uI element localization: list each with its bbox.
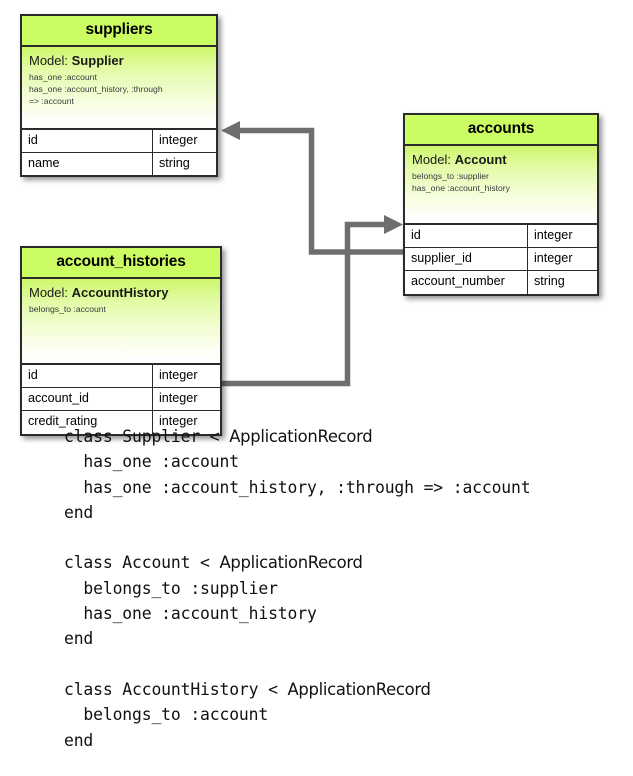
attribute-type: string — [152, 151, 216, 176]
code-line: end — [64, 728, 633, 753]
code-line: has_one :account_history, :through => :a… — [64, 475, 633, 500]
code-text: end — [64, 629, 94, 649]
code-class-name: ApplicationRecord — [219, 553, 363, 573]
code-text: belongs_to :supplier — [64, 578, 278, 598]
attribute-type: integer — [152, 410, 220, 434]
entity-accounts[interactable]: accounts Model: Account belongs_to :supp… — [403, 113, 599, 296]
code-text: class Account < — [64, 553, 220, 573]
er-diagram: suppliers Model: Supplier has_one :accou… — [20, 14, 599, 436]
entity-suppliers[interactable]: suppliers Model: Supplier has_one :accou… — [20, 14, 218, 178]
association-line: belongs_to :supplier — [412, 170, 489, 181]
entity-accounts-attributes: id integer supplier_id integer account_n… — [405, 224, 597, 294]
entity-account-histories-model: Model: AccountHistory belongs_to :accoun… — [22, 278, 220, 365]
model-name: AccountHistory — [71, 284, 169, 300]
connector-account-histories-to-accounts — [222, 215, 403, 387]
model-label: Model: — [412, 151, 455, 167]
code-line: belongs_to :account — [64, 702, 633, 727]
code-text: class AccountHistory < — [64, 679, 288, 699]
model-label-row: Model: AccountHistory — [29, 285, 213, 301]
model-label: Model: — [29, 52, 72, 68]
code-text: class Supplier < — [64, 427, 230, 446]
code-line: belongs_to :supplier — [64, 576, 633, 601]
ruby-code-block: class Supplier < ApplicationRecord has_o… — [0, 424, 633, 753]
entity-suppliers-attributes: id integer name string — [22, 129, 216, 176]
attribute-name: id — [405, 224, 528, 248]
code-line: class AccountHistory < ApplicationRecord — [64, 677, 633, 702]
attribute-row: id integer — [22, 129, 216, 153]
association-line: has_one :account — [29, 71, 97, 82]
attribute-type: integer — [159, 367, 198, 382]
association-line: has_one :account_history — [412, 182, 510, 193]
model-label: Model: — [29, 284, 72, 300]
code-class-name: ApplicationRecord — [287, 679, 431, 699]
code-text: belongs_to :account — [64, 705, 269, 725]
code-line: has_one :account — [64, 449, 633, 474]
code-line: class Account < ApplicationRecord — [64, 550, 633, 575]
code-line: has_one :account_history — [64, 601, 633, 626]
code-text: has_one :account_history — [64, 604, 317, 624]
model-name: Supplier — [71, 52, 124, 68]
model-label-row: Model: Account — [412, 152, 590, 168]
attribute-row: account_id integer — [22, 386, 220, 411]
attribute-name: account_id — [22, 386, 153, 411]
entity-suppliers-title: suppliers — [22, 16, 216, 47]
attribute-row: account_number string — [405, 270, 597, 294]
model-label-row: Model: Supplier — [29, 53, 209, 69]
attribute-type: integer — [159, 132, 198, 147]
code-text: has_one :account_history, :through => :a… — [64, 477, 531, 497]
attribute-name: account_number — [405, 270, 528, 294]
code-text: end — [64, 730, 94, 750]
association-line: has_one :account_history, :through — [29, 83, 163, 94]
entity-account-histories[interactable]: account_histories Model: AccountHistory … — [20, 246, 222, 436]
code-class-name: ApplicationRecord — [229, 427, 373, 446]
attribute-name: credit_rating — [22, 410, 153, 434]
association-line: belongs_to :account — [29, 303, 106, 314]
code-text: end — [64, 502, 94, 522]
entity-accounts-title: accounts — [405, 115, 597, 146]
attribute-type: integer — [152, 386, 220, 411]
code-line — [64, 525, 633, 550]
entity-account-histories-title: account_histories — [22, 248, 220, 279]
attribute-row: id integer — [405, 224, 597, 248]
attribute-row: name string — [22, 151, 216, 176]
attribute-type: integer — [527, 246, 597, 271]
attribute-row: credit_rating integer — [22, 410, 220, 434]
entity-account-histories-attributes: id integer account_id integer credit_rat… — [22, 364, 220, 434]
attribute-row: id integer — [22, 364, 220, 388]
attribute-name: id — [22, 129, 153, 153]
association-line: => :account — [29, 96, 74, 107]
code-text: has_one :account — [64, 452, 239, 472]
attribute-row: supplier_id integer — [405, 246, 597, 271]
model-name: Account — [454, 151, 507, 167]
attribute-type: string — [527, 270, 597, 294]
attribute-name: supplier_id — [405, 246, 528, 271]
attribute-name: name — [22, 151, 153, 176]
entity-suppliers-model: Model: Supplier has_one :account has_one… — [22, 46, 216, 130]
code-line: end — [64, 626, 633, 651]
attribute-type: integer — [534, 227, 573, 242]
code-line: class Supplier < ApplicationRecord — [64, 424, 633, 449]
attribute-name: id — [22, 364, 153, 388]
code-line: end — [64, 500, 633, 525]
connector-accounts-to-suppliers — [221, 121, 403, 255]
code-line — [64, 652, 633, 677]
entity-accounts-model: Model: Account belongs_to :supplier has_… — [405, 145, 597, 225]
